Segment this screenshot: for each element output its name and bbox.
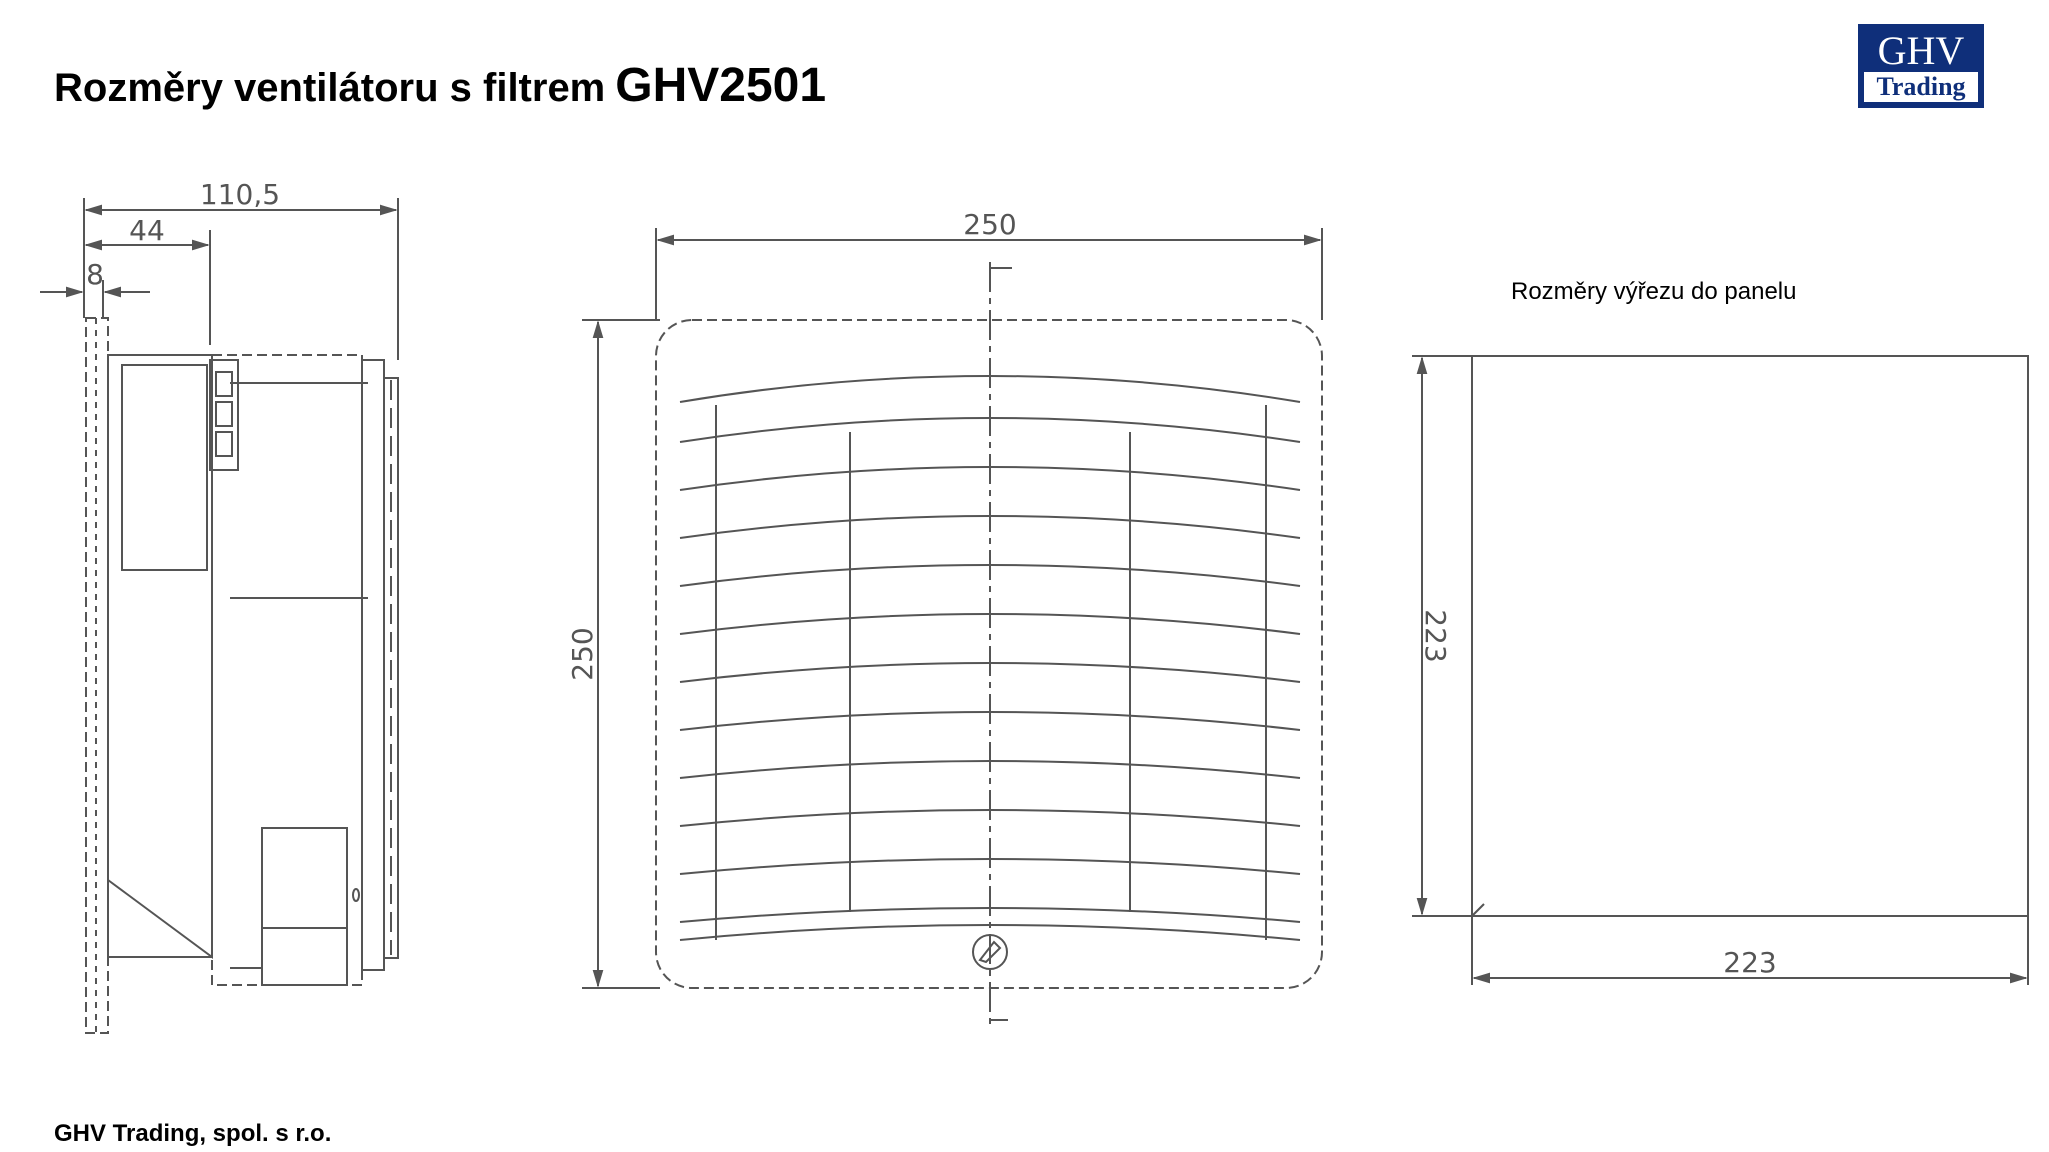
logo-bottom-text: Trading: [1864, 72, 1978, 102]
dim-label-110-5: 110,5: [200, 178, 280, 211]
ghv-trading-logo: GHV Trading: [1858, 24, 1984, 108]
dim-label-44: 44: [129, 214, 165, 247]
dim-label-cutout-width: 223: [1723, 946, 1776, 979]
cutout-rectangle: [1471, 355, 2029, 917]
dim-label-cutout-height: 223: [1419, 609, 1452, 662]
logo-top-text: GHV: [1877, 28, 1965, 73]
model-number: GHV2501: [615, 59, 827, 112]
panel-cutout-view: [1412, 355, 2029, 985]
louver-slats: [679, 375, 1301, 941]
dim-label-width-250: 250: [963, 208, 1016, 241]
dim-label-height-250: 250: [566, 627, 599, 680]
fan-logo-mark: [972, 934, 1008, 970]
footer-company: GHV Trading, spol. s r.o.: [54, 1120, 332, 1147]
side-view: [40, 198, 399, 1034]
cutout-label: Rozměry výřezu do panelu: [1511, 278, 1797, 305]
front-view: [582, 228, 1323, 1025]
title-text: Rozměry ventilátoru s filtrem: [54, 66, 606, 110]
dim-label-8: 8: [86, 258, 104, 291]
